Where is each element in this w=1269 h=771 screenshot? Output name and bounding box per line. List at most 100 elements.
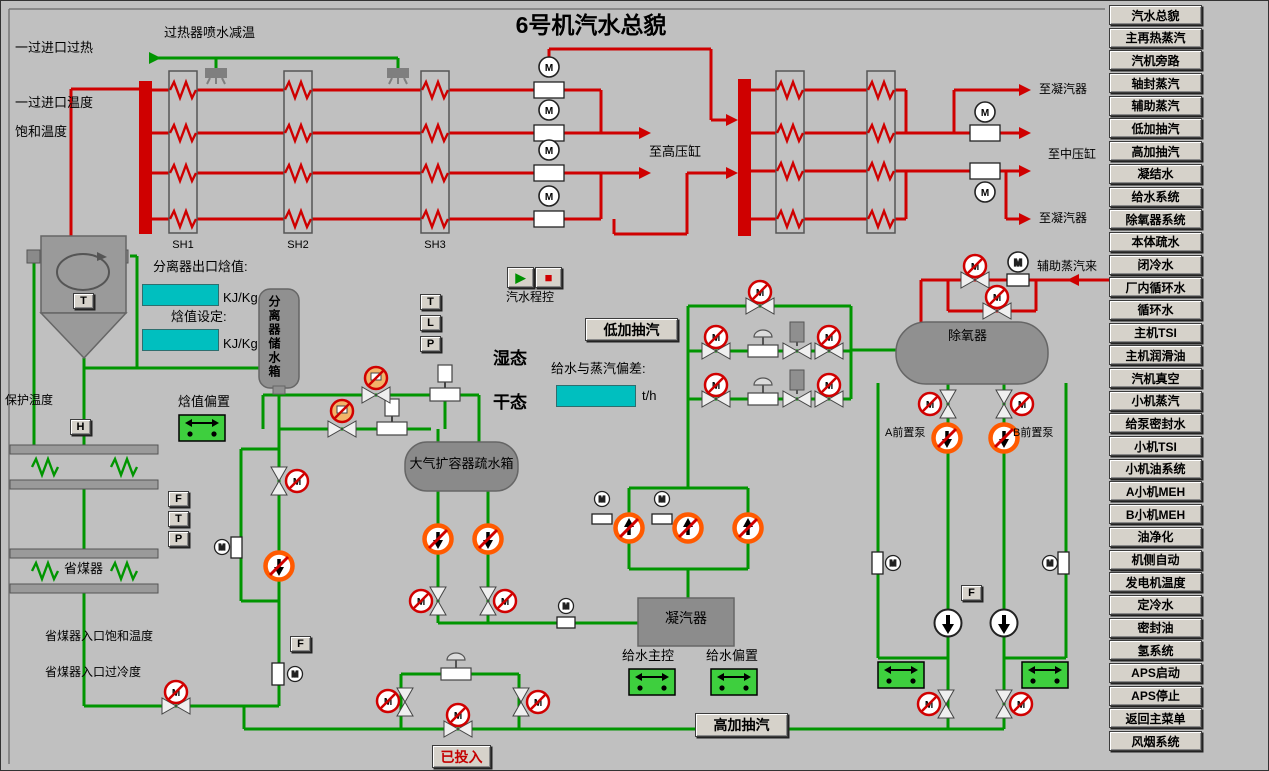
low-extraction-button[interactable]: 低加抽汽 xyxy=(585,318,678,341)
sidebar-item-pump-seal-water[interactable]: 给泵密封水 xyxy=(1109,413,1202,434)
label-flash-tank: 大气扩容器疏水箱 xyxy=(409,456,514,471)
p-point-button-2[interactable]: P xyxy=(168,531,189,547)
label-eco-inlet-subcool: 省煤器入口过冷度 xyxy=(45,665,142,679)
label-economizer: 省煤器 xyxy=(64,561,104,576)
sidebar-item-aps-start[interactable]: APS启动 xyxy=(1109,662,1202,683)
f-point-button-2[interactable]: F xyxy=(290,636,311,652)
sidebar-item-closed-cooling-water[interactable]: 闭冷水 xyxy=(1109,254,1202,275)
sidebar-item-seal-oil[interactable]: 密封油 xyxy=(1109,617,1202,638)
motor-indicators xyxy=(213,251,1070,686)
enthalpy-setpoint-value[interactable] xyxy=(142,329,219,351)
main-steam-valve-chain[interactable] xyxy=(533,56,565,228)
drain-pump xyxy=(266,553,293,580)
sidebar-item-bfpt-oil-system[interactable]: 小机油系统 xyxy=(1109,458,1202,479)
deaerator-vessel[interactable] xyxy=(895,321,1049,385)
sidebar-item-steam-water-overview[interactable]: 汽水总貌 xyxy=(1109,5,1202,25)
sidebar-item-main-reheat-steam[interactable]: 主再热蒸汽 xyxy=(1109,27,1202,48)
motor-valve xyxy=(984,284,1010,310)
sidebar-item-machine-side-auto[interactable]: 机侧自动 xyxy=(1109,549,1202,570)
page-title: 6号机汽水总貌 xyxy=(515,12,667,38)
sidebar-item-main-tsi[interactable]: 主机TSI xyxy=(1109,322,1202,343)
control-valve-status xyxy=(329,398,355,424)
separator-nozzle-left xyxy=(26,249,41,264)
label-separator-outlet-enthalpy: 分离器出口焓值: xyxy=(153,259,248,274)
motor-valve xyxy=(816,324,842,350)
sidebar-item-condensate[interactable]: 凝结水 xyxy=(1109,163,1202,184)
flash-tank-pump-a xyxy=(425,526,452,553)
economizer-banks xyxy=(9,444,159,594)
sequence-start-button[interactable]: ▶ xyxy=(507,267,534,288)
h-point-button[interactable]: H xyxy=(70,419,91,435)
sidebar-item-aux-steam[interactable]: 辅助蒸汽 xyxy=(1109,95,1202,116)
sidebar-item-body-drain[interactable]: 本体疏水 xyxy=(1109,231,1202,252)
sidebar-item-plant-circ-water[interactable]: 厂内循环水 xyxy=(1109,277,1202,298)
sidebar-item-b-bfpt-meh[interactable]: B小机MEH xyxy=(1109,504,1202,525)
label-to-condenser-1: 至凝汽器 xyxy=(1039,82,1088,96)
spray-nozzle[interactable] xyxy=(386,67,410,85)
label-fw-steam-deviation: 给水与蒸汽偏差: xyxy=(551,361,646,376)
l-point-button[interactable]: L xyxy=(420,315,441,331)
label-enthalpy-setpoint: 焓值设定: xyxy=(171,309,227,324)
motor-valve xyxy=(445,702,471,728)
sidebar-item-hydrogen-system[interactable]: 氢系统 xyxy=(1109,640,1202,661)
sidebar-item-generator-temp[interactable]: 发电机温度 xyxy=(1109,572,1202,593)
label-aux-steam-in: 辅助蒸汽来 xyxy=(1037,259,1098,273)
superheater-inlet-header xyxy=(139,81,152,234)
motor-valve xyxy=(747,279,773,305)
label-to-hp-cylinder: 至高压缸 xyxy=(649,144,702,159)
reheat-outlet-valves[interactable] xyxy=(969,101,1001,203)
feed-pump-a xyxy=(932,607,964,639)
sidebar-item-turbine-bypass[interactable]: 汽机旁路 xyxy=(1109,50,1202,71)
sidebar-item-hp-extraction[interactable]: 高加抽汽 xyxy=(1109,141,1202,162)
fw-steam-deviation-value xyxy=(556,385,636,407)
high-extraction-button[interactable]: 高加抽汽 xyxy=(695,713,788,737)
f-point-button-3[interactable]: F xyxy=(961,585,982,601)
sequence-stop-button[interactable]: ■ xyxy=(535,267,562,288)
spray-flow-arrow xyxy=(149,52,161,64)
t-point-button-2[interactable]: T xyxy=(168,511,189,527)
sidebar-item-gland-steam[interactable]: 轴封蒸汽 xyxy=(1109,73,1202,94)
sidebar-item-oil-purification[interactable]: 油净化 xyxy=(1109,526,1202,547)
sidebar-item-aps-stop[interactable]: APS停止 xyxy=(1109,685,1202,706)
flash-tank-vessel[interactable] xyxy=(404,441,519,492)
main-steam-piping xyxy=(69,47,1109,322)
separator-temp-button[interactable]: T xyxy=(73,293,94,309)
f-point-button-1[interactable]: F xyxy=(168,491,189,507)
sidebar-item-turbine-vacuum[interactable]: 汽机真空 xyxy=(1109,368,1202,388)
label-t-per-h: t/h xyxy=(642,388,657,403)
condenser-vessel[interactable] xyxy=(637,597,735,647)
label-eco-inlet-sat-temp: 省煤器入口饱和温度 xyxy=(45,629,154,643)
sidebar-item-main-lube-oil[interactable]: 主机润滑油 xyxy=(1109,345,1202,366)
p-point-button[interactable]: P xyxy=(420,336,441,352)
motor-valve xyxy=(163,679,189,705)
motor-valve xyxy=(962,253,988,279)
label-protect-temp: 保护温度 xyxy=(5,393,54,407)
sidebar-item-a-bfpt-meh[interactable]: A小机MEH xyxy=(1109,481,1202,502)
label-pump-b: B前置泵 xyxy=(1013,427,1054,439)
label-wet-state: 湿态 xyxy=(493,349,527,368)
sidebar-item-circ-water[interactable]: 循环水 xyxy=(1109,299,1202,320)
fw-master-controller xyxy=(628,668,676,696)
label-to-condenser-2: 至凝汽器 xyxy=(1039,211,1088,225)
spray-nozzle[interactable] xyxy=(204,67,228,85)
label-sh2: SH2 xyxy=(287,239,309,251)
sidebar-item-deaerator-system[interactable]: 除氧器系统 xyxy=(1109,209,1202,230)
spray-water-line xyxy=(149,52,410,85)
sidebar-item-lp-extraction[interactable]: 低加抽汽 xyxy=(1109,118,1202,139)
sidebar-item-feedwater-system[interactable]: 给水系统 xyxy=(1109,186,1202,207)
label-sh1: SH1 xyxy=(172,239,194,251)
t-point-button[interactable]: T xyxy=(420,294,441,310)
engaged-status-button[interactable]: 已投入 xyxy=(432,745,491,768)
sidebar-item-bfpt-steam[interactable]: 小机蒸汽 xyxy=(1109,390,1202,411)
separator-storage-tank[interactable] xyxy=(258,288,300,395)
sidebar-item-return-main-menu[interactable]: 返回主菜单 xyxy=(1109,708,1202,729)
label-pump-a: A前置泵 xyxy=(885,427,926,439)
label-enthalpy-bias: 焓值偏置 xyxy=(178,394,231,409)
sidebar-item-air-flue-gas-system[interactable]: 风烟系统 xyxy=(1109,731,1202,751)
label-spray-desuperheat: 过热器喷水减温 xyxy=(164,25,256,40)
sidebar-item-bfpt-tsi[interactable]: 小机TSI xyxy=(1109,436,1202,457)
sidebar-item-stator-cooling-water[interactable]: 定冷水 xyxy=(1109,594,1202,615)
control-valve-status xyxy=(363,365,389,391)
